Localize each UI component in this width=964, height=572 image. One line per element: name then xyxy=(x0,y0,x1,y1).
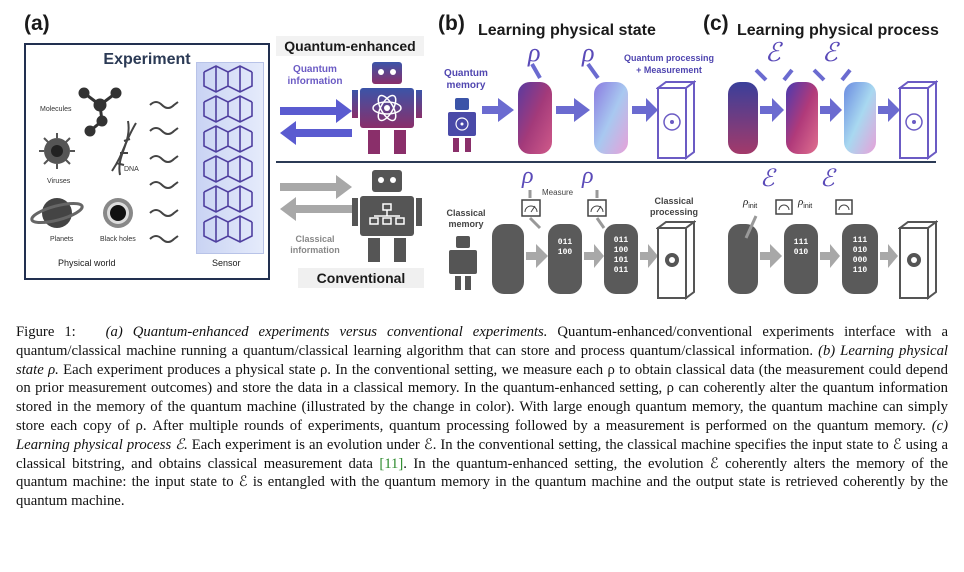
caption-a-text: Quantum-enhanced/conventional experiment… xyxy=(16,324,949,359)
dna-icon xyxy=(111,120,137,176)
virus-icon xyxy=(39,133,75,169)
experiment-title: Experiment xyxy=(103,51,191,68)
panel-a-label: (a) xyxy=(24,12,50,35)
classical-bits-2: 011 100 101 011 xyxy=(613,236,629,275)
classical-processor-box xyxy=(656,220,696,300)
quantum-memory-label: Quantum memory xyxy=(444,68,488,91)
sensor-label: Sensor xyxy=(212,258,241,268)
classical-memory-label: Classical memory xyxy=(446,208,486,229)
caption-b-title: (b) Learning physical state ρ. xyxy=(16,342,948,378)
sensor-lattice xyxy=(203,65,253,243)
caption-a-title: (a) Quantum-enhanced experiments versus … xyxy=(105,324,548,340)
measure-label: Measure xyxy=(542,188,574,197)
quantum-information-label: Quantum information xyxy=(287,64,343,87)
quantum-process-output-box xyxy=(898,80,938,160)
figure-caption: Figure 1: (a) Quantum-enhanced experimen… xyxy=(16,323,948,511)
conventional-tag: Conventional xyxy=(298,268,424,288)
caption-figure-number: Figure 1: xyxy=(16,324,76,340)
rho-init-symbol: ρ xyxy=(743,196,749,208)
classical-process-bits-1: 111 010 xyxy=(793,238,809,257)
molecules-label: Molecules xyxy=(40,106,72,113)
black-holes-label: Black holes xyxy=(100,236,136,243)
rho-init-subscript: init xyxy=(748,203,758,211)
quantum-enhanced-tag: Quantum-enhanced xyxy=(276,36,424,56)
classical-processing-label: Classical processing xyxy=(649,196,698,217)
physical-world-label: Physical world xyxy=(58,258,116,268)
classical-state-pipeline xyxy=(492,190,658,294)
viruses-label: Viruses xyxy=(47,178,71,185)
rho-init-label-2: ρinit xyxy=(798,196,812,210)
molecule-icon xyxy=(78,87,122,137)
quantum-memory-robot-icon xyxy=(448,98,476,152)
quantum-robot-icon xyxy=(352,62,422,154)
classical-process-bits-2: 111 010 000 110 xyxy=(852,236,868,275)
panel-b-label: (b) xyxy=(438,12,465,35)
experiment-box: Experiment xyxy=(24,43,270,280)
planets-label: Planets xyxy=(50,236,74,243)
caption-c-title: (c) Learning physical process ℰ. xyxy=(16,417,948,453)
rho-symbol-2: ρ xyxy=(582,38,595,67)
wave-arrows xyxy=(149,101,179,243)
planet-icon xyxy=(30,198,84,228)
classical-memory-robot-icon xyxy=(449,236,477,290)
black-hole-icon xyxy=(103,198,133,228)
caption-c-text-2: . In the quantum-enhanced setting, the e… xyxy=(16,455,949,510)
process-symbol-classical-2: ℰ xyxy=(820,166,835,192)
caption-reference-link[interactable]: [11] xyxy=(379,455,404,472)
panel-c-label: (c) xyxy=(703,12,729,35)
process-symbol-2: ℰ xyxy=(822,38,838,67)
quantum-processor-box xyxy=(656,80,696,160)
info-arrows xyxy=(280,99,352,221)
rho-init-label-1: ρinit xyxy=(743,196,757,210)
classical-robot-icon xyxy=(352,170,422,262)
classical-bits-1: 011 100 xyxy=(557,238,573,257)
process-symbol-1: ℰ xyxy=(765,38,781,67)
rho-init-symbol: ρ xyxy=(798,196,804,208)
dna-label: DNA xyxy=(124,166,139,173)
classical-process-pipeline xyxy=(728,199,898,294)
panel-divider xyxy=(276,161,936,163)
rho-init-subscript: init xyxy=(803,203,813,211)
rho-symbol-1: ρ xyxy=(528,38,541,67)
rho-symbol-classical-2: ρ xyxy=(582,163,594,189)
caption-b-text: Each experiment produces a physical stat… xyxy=(16,361,948,434)
quantum-state-pipeline xyxy=(482,62,658,154)
classical-process-output-box xyxy=(898,220,938,300)
caption-c-text-1: Each experiment is an evolution under ℰ.… xyxy=(16,436,949,472)
classical-information-label: Classical information xyxy=(290,234,340,255)
quantum-processing-label: Quantum processing + Measurement xyxy=(623,53,714,75)
panel-c-title: Learning physical process xyxy=(737,22,939,39)
quantum-process-pipeline xyxy=(728,68,900,154)
rho-symbol-classical-1: ρ xyxy=(522,163,534,189)
process-symbol-classical-1: ℰ xyxy=(760,166,775,192)
physical-world-illustration xyxy=(30,87,179,243)
panel-b-title: Learning physical state xyxy=(478,22,656,39)
